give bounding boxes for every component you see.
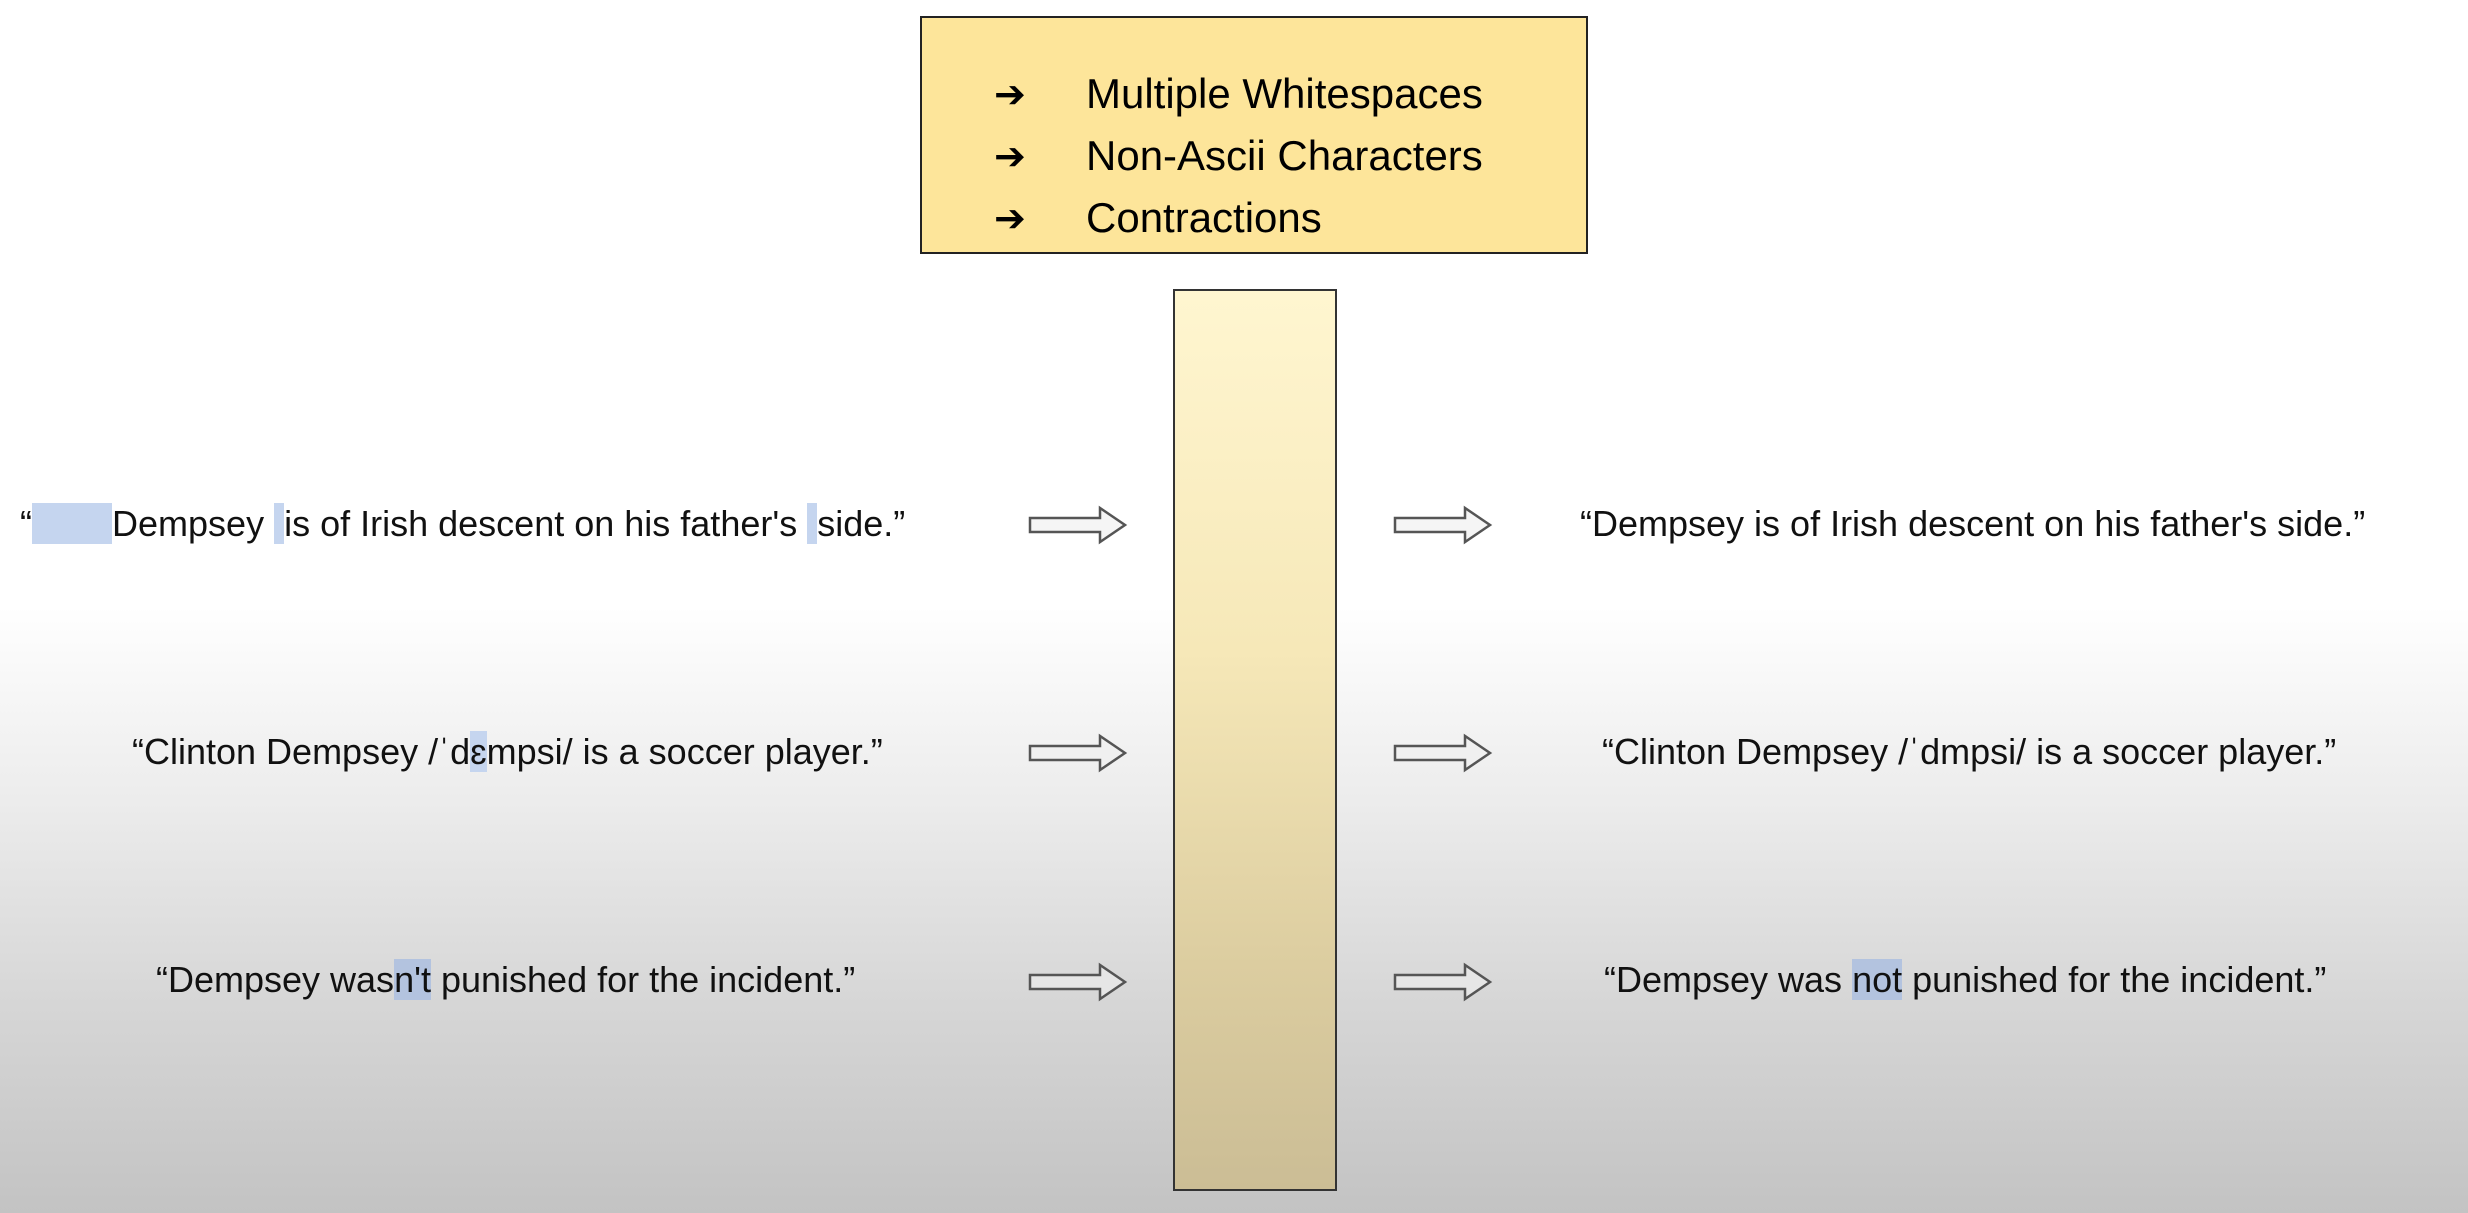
arrow-right-icon: ➔: [994, 134, 1026, 178]
whitespace-highlight: [807, 503, 818, 544]
legend-label: Multiple Whitespaces: [1086, 70, 1483, 117]
legend-item-non-ascii: ➔ Non-Ascii Characters: [922, 128, 1586, 188]
legend-box: ➔ Multiple Whitespaces ➔ Non-Ascii Chara…: [920, 16, 1588, 254]
arrow-right-icon: [1028, 505, 1128, 545]
arrow-right-icon: [1393, 505, 1493, 545]
text-segment: “Clinton Dempsey /ˈd: [132, 731, 471, 772]
output-sentence-contractions: “Dempsey was not punished for the incide…: [1604, 958, 2326, 1002]
arrow-right-icon: [1028, 962, 1128, 1002]
text-segment: “Dempsey was: [156, 959, 395, 1000]
whitespace-highlight: [274, 503, 285, 544]
arrow-right-icon: ➔: [994, 196, 1026, 240]
arrow-right-icon: ➔: [994, 72, 1026, 116]
expansion-highlight: not: [1852, 959, 1903, 1000]
text-segment: punished for the incident.”: [1902, 959, 2327, 1000]
text-segment: mpsi/ is a soccer player.”: [486, 731, 883, 772]
output-sentence-non-ascii: “Clinton Dempsey /ˈdmpsi/ is a soccer pl…: [1602, 731, 2337, 772]
text-segment: “Dempsey was: [1604, 959, 1853, 1000]
text-segment: Dempsey: [112, 503, 275, 544]
output-sentence-whitespaces: “Dempsey is of Irish descent on his fath…: [1580, 503, 2366, 544]
input-sentence-whitespaces: “ Dempsey is of Irish descent on his fat…: [20, 502, 905, 546]
text-segment: side.”: [817, 503, 906, 544]
non-ascii-highlight: ɛ: [470, 731, 487, 772]
arrow-right-icon: [1393, 962, 1493, 1002]
legend-item-whitespaces: ➔ Multiple Whitespaces: [922, 66, 1586, 126]
legend-label: Contractions: [1086, 194, 1322, 241]
input-sentence-non-ascii: “Clinton Dempsey /ˈdɛmpsi/ is a soccer p…: [132, 730, 883, 774]
normalizer-block: [1173, 289, 1337, 1191]
contraction-highlight: n't: [394, 959, 431, 1000]
input-sentence-contractions: “Dempsey wasn't punished for the inciden…: [156, 958, 855, 1002]
legend-item-contractions: ➔ Contractions: [922, 190, 1586, 250]
text-segment: punished for the incident.”: [430, 959, 856, 1000]
arrow-right-icon: [1393, 733, 1493, 773]
whitespace-highlight: [32, 503, 113, 544]
legend-label: Non-Ascii Characters: [1086, 132, 1483, 179]
arrow-right-icon: [1028, 733, 1128, 773]
open-quote: “: [20, 503, 32, 544]
text-segment: is of Irish descent on his father's: [284, 503, 808, 544]
